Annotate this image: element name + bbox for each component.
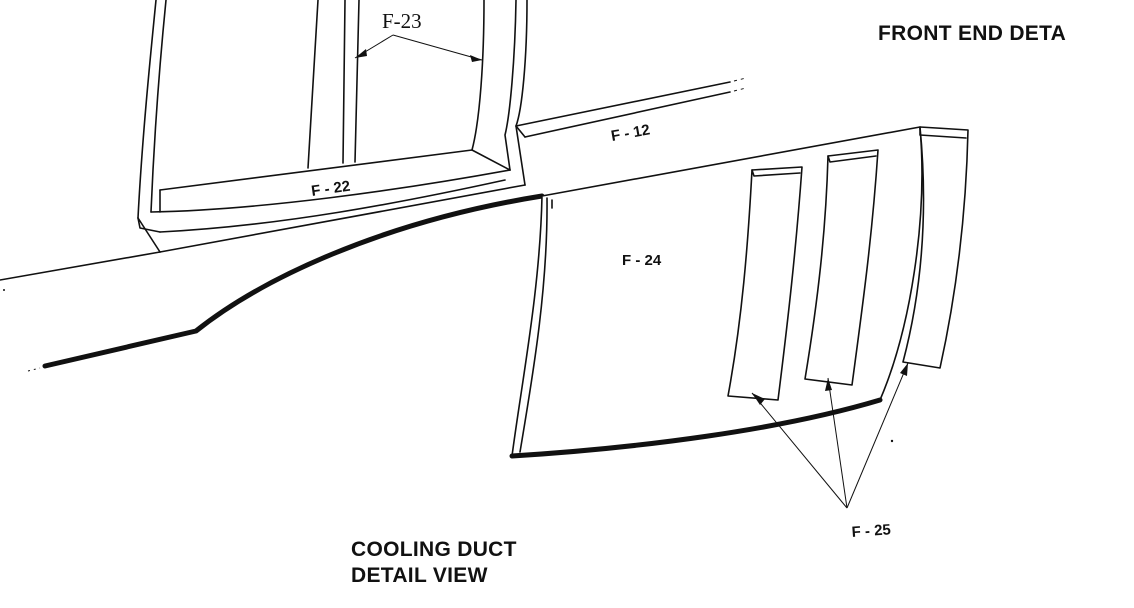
frame-left-inner-edge bbox=[150, 0, 167, 213]
f25-leader-a bbox=[751, 392, 848, 509]
f25-strip-right bbox=[902, 126, 969, 369]
f25-arrowhead-a bbox=[752, 393, 765, 405]
speck bbox=[890, 439, 894, 443]
f22-floor-right bbox=[471, 149, 511, 171]
fuselage-continuation bbox=[27, 367, 41, 372]
f24-left-edge-inner bbox=[519, 197, 548, 453]
frame-corner-tab bbox=[137, 217, 161, 233]
f24-bottom-heavy-edge bbox=[509, 397, 883, 459]
f25-strip-middle bbox=[804, 149, 879, 386]
leader-lines bbox=[354, 34, 909, 509]
frame-bottom-outer bbox=[159, 184, 526, 253]
label-f24: F - 24 bbox=[622, 252, 662, 269]
fuselage-heavy-line bbox=[42, 193, 545, 369]
f23-stiffener-left-c bbox=[354, 0, 360, 163]
f25-strip-left-top bbox=[751, 169, 801, 177]
f12-bottom-edge bbox=[524, 91, 731, 138]
label-f25: F - 25 bbox=[851, 521, 891, 541]
frame-bottom-inner bbox=[150, 169, 511, 213]
label-f23: F-23 bbox=[382, 9, 422, 33]
f23-arrowhead-left bbox=[355, 49, 367, 58]
frame-right-post bbox=[471, 0, 485, 151]
f25-strip-left bbox=[727, 166, 803, 401]
figure-subtitle-line2: DETAIL VIEW bbox=[351, 564, 488, 587]
label-f12: F - 12 bbox=[610, 121, 652, 145]
f23-stiffener-left-b bbox=[342, 0, 346, 164]
fuselage-contour bbox=[0, 193, 545, 372]
f25-strip-middle-top bbox=[827, 155, 877, 163]
f23-stiffener-left-a bbox=[307, 0, 319, 169]
upper-frame-assembly bbox=[137, 0, 528, 253]
f12-top-edge bbox=[515, 81, 731, 127]
f23-leader-right bbox=[392, 34, 483, 61]
f12-strip bbox=[515, 77, 747, 138]
label-f22: F - 22 bbox=[310, 178, 351, 200]
f23-arrowhead-right bbox=[470, 55, 482, 62]
labels: F-23 F - 12 F - 22 F - 24 F - 25 FRONT E… bbox=[310, 9, 1066, 587]
frame-right-outer bbox=[515, 0, 528, 186]
frame-bottom-mid bbox=[159, 179, 506, 233]
f25-strips bbox=[727, 126, 969, 401]
f25-leader-c bbox=[846, 362, 909, 509]
f25-strip-right-top bbox=[919, 126, 967, 139]
frame-right-inner bbox=[504, 0, 517, 171]
f25-arrowhead-b bbox=[825, 378, 832, 391]
fuselage-upper-line bbox=[0, 251, 161, 281]
figure-subtitle-line1: COOLING DUCT bbox=[351, 538, 517, 561]
figure-title: FRONT END DETA bbox=[878, 22, 1066, 45]
frame-left-outer-edge bbox=[137, 0, 157, 219]
f22-floor-top bbox=[159, 149, 473, 191]
speck bbox=[3, 289, 5, 291]
f12-continuation bbox=[733, 77, 747, 92]
f25-arrowhead-c bbox=[900, 363, 908, 376]
frame-bottom-corner bbox=[137, 217, 161, 253]
f25-leader-b bbox=[827, 377, 848, 509]
f12-end bbox=[515, 125, 526, 138]
